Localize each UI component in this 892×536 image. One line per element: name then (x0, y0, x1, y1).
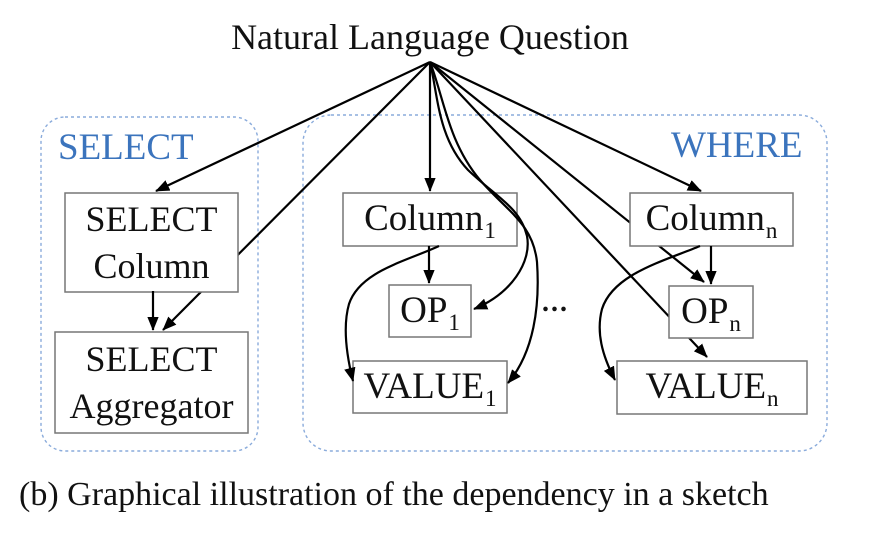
node-op-n: OPn (669, 286, 753, 338)
edge-question-to-value-1 (428, 61, 539, 384)
edge-question-to-value-n (429, 61, 708, 358)
figure-title: Natural Language Question (231, 17, 629, 57)
node-column-1-subscript: 1 (484, 218, 496, 244)
node-value-n: VALUEn (617, 361, 807, 414)
edge-column-1-to-value-1 (344, 245, 440, 382)
edge-question-to-op-1 (428, 61, 529, 311)
node-value-1-box (352, 360, 508, 414)
node-op-n-box (668, 285, 754, 339)
edge-question-to-select-column (155, 61, 431, 192)
node-value-1-subscript: 1 (485, 385, 497, 411)
node-value-1-label: VALUE1 (363, 365, 497, 411)
node-op-n-label: OPn (681, 290, 741, 336)
node-value-n-box (616, 360, 808, 415)
ellipsis-between-where-columns: ... (542, 287, 569, 318)
node-op-1-subscript: 1 (448, 309, 460, 335)
node-select-column-box (64, 192, 239, 293)
node-column-n-subscript: n (765, 218, 778, 244)
node-column-1: Column1 (343, 193, 517, 246)
where-group-label: WHERE (671, 125, 803, 166)
edge-question-to-column-n (429, 61, 702, 192)
node-column-1-label: Column1 (364, 198, 496, 244)
node-select-aggregator-box (54, 331, 249, 434)
node-op-1-box (388, 284, 472, 338)
node-select-column: SELECT Column (65, 193, 238, 292)
node-column-n: Columnn (630, 193, 793, 246)
node-select-aggregator: SELECT Aggregator (55, 332, 248, 433)
node-value-1: VALUE1 (353, 361, 507, 413)
select-group-label: SELECT (58, 127, 194, 168)
node-op-1-label: OP1 (400, 289, 460, 335)
node-select-column-label: SELECT Column (85, 198, 218, 286)
node-column-n-label: Columnn (645, 198, 778, 244)
where-group-outline (302, 114, 828, 452)
node-select-aggregator-label: SELECT Aggregator (69, 338, 234, 426)
figure-caption: (b) Graphical illustration of the depend… (19, 476, 769, 513)
node-op-n-subscript: n (729, 310, 741, 336)
node-op-1: OP1 (389, 285, 471, 337)
select-group-outline (40, 116, 259, 452)
edge-column-n-to-value-n (598, 244, 701, 381)
node-value-n-subscript: n (767, 386, 779, 412)
node-value-n-label: VALUEn (645, 366, 779, 412)
